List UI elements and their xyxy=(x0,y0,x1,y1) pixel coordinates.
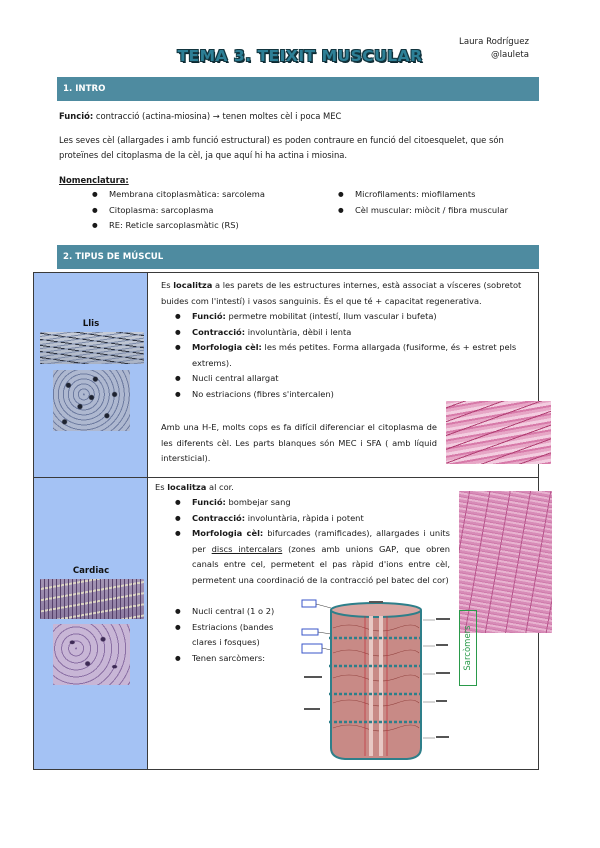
cardiac-extra-list: Nucli central (1 o 2)Estriacions (bandes… xyxy=(175,604,293,666)
cardiac-longitudinal-image xyxy=(40,579,144,619)
muscle-types-table: Llis Cardiac Es localitza a les parets d… xyxy=(33,272,552,770)
intro-paragraph: Les seves cèl (allargades i amb funció e… xyxy=(59,135,504,160)
row-divider xyxy=(34,477,538,478)
section-header-tipus: 2. TIPUS DE MÚSCUL xyxy=(57,245,539,269)
cardiac-label-cell xyxy=(34,478,148,769)
sarcomere-label-box xyxy=(459,610,477,686)
funcio-text: contracció (actina-miosina) → tenen molt… xyxy=(93,111,342,121)
nomenclatura-label: Nomenclatura: xyxy=(59,175,129,185)
author-handle: @lauleta xyxy=(490,50,529,60)
cardiac-bullet-item: Tenen sarcòmers: xyxy=(175,651,293,667)
llis-note: Amb una H-E, molts cops es fa difícil di… xyxy=(161,422,437,463)
llis-bullet-item: Morfologia cèl: les més petites. Forma a… xyxy=(175,340,535,371)
cardiac-bullet-list: Funció: bombejar sangContracció: involun… xyxy=(175,495,450,526)
section-header-intro: 1. INTRO xyxy=(57,77,539,101)
llis-bullet-item: No estriacions (fibres s'intercalen) xyxy=(175,387,535,403)
cardiac-bullet-item: Funció: bombejar sang xyxy=(175,495,450,511)
funcio-label: Funció: xyxy=(59,111,94,121)
nomenclatura-item: Citoplasma: sarcoplasma xyxy=(92,203,332,219)
cardiac-intro: Es localitza al cor. xyxy=(155,482,234,492)
cardiac-bullet-item: Estriacions (bandes clares i fosques) xyxy=(175,620,293,651)
cardiac-morfologia-list: Morfologia cèl: bifurcades (ramificades)… xyxy=(175,526,450,588)
cardiac-morfologia-item: Morfologia cèl: bifurcades (ramificades)… xyxy=(175,526,450,588)
sarcomere-diagram xyxy=(299,598,457,768)
llis-bullet-item: Funció: permetre mobilitat (intestí, llu… xyxy=(175,309,535,325)
llis-cross-section-image xyxy=(53,370,130,431)
sarcomere-label: Sarcòmers xyxy=(463,625,473,671)
cardiac-label: Cardiac xyxy=(72,566,110,576)
llis-longitudinal-image xyxy=(40,332,144,364)
llis-he-stain-image xyxy=(446,401,551,464)
author-block: Laura Rodríguez @lauleta xyxy=(459,36,529,62)
llis-label: Llis xyxy=(82,319,100,329)
llis-bullet-item: Nucli central allargat xyxy=(175,371,535,387)
cardiac-bullet-item: Contracció: involuntària, ràpida i poten… xyxy=(175,511,450,527)
llis-bullet-list: Funció: permetre mobilitat (intestí, llu… xyxy=(175,309,535,402)
nomenclatura-item: Cèl muscular: miòcit / fibra muscular xyxy=(338,203,538,219)
llis-bullet-item: Contracció: involuntària, dèbil i lenta xyxy=(175,325,535,341)
page-title: TEMA 3. TEIXIT MUSCULAR xyxy=(177,47,423,65)
llis-intro: Es localitza a les parets de les estruct… xyxy=(161,280,522,306)
cardiac-he-stain-image xyxy=(459,491,552,633)
nomenclatura-item: Membrana citoplasmàtica: sarcolema xyxy=(92,187,332,203)
funcio-line: Funció: contracció (actina-miosina) → te… xyxy=(59,109,544,124)
nomenclatura-list-left: Membrana citoplasmàtica: sarcolemaCitopl… xyxy=(92,187,332,234)
nomenclatura-item: RE: Reticle sarcoplasmàtic (RS) xyxy=(92,218,332,234)
cardiac-bullet-item: Nucli central (1 o 2) xyxy=(175,604,293,620)
cardiac-cross-section-image xyxy=(53,624,130,685)
author-name: Laura Rodríguez xyxy=(459,37,529,47)
nomenclatura-list-right: Microfilaments: miofilamentsCèl muscular… xyxy=(338,187,538,218)
nomenclatura-item: Microfilaments: miofilaments xyxy=(338,187,538,203)
